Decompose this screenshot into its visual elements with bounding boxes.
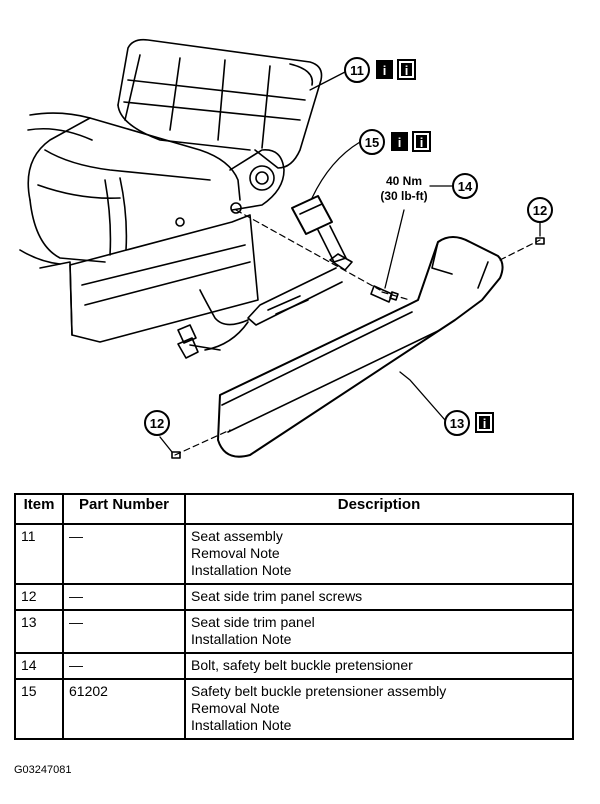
description-cell: Bolt, safety belt buckle pretensioner bbox=[184, 652, 574, 680]
torque-value-imperial: (30 lb-ft) bbox=[380, 189, 427, 203]
callout-12-number: 12 bbox=[533, 203, 547, 218]
callout-13-number: 13 bbox=[450, 416, 464, 431]
description-line: Seat side trim panel screws bbox=[191, 588, 363, 604]
item-cell: 12 bbox=[14, 583, 64, 611]
part-number-cell: — bbox=[62, 652, 186, 680]
description-line: Removal Note bbox=[191, 545, 280, 561]
description-line: Installation Note bbox=[191, 631, 292, 647]
item-cell: 15 bbox=[14, 678, 64, 740]
callout-12-left: 12 bbox=[144, 410, 170, 436]
callout-11: 11 i i bbox=[344, 57, 416, 83]
seat-back-drawing bbox=[117, 38, 323, 169]
alignment-lines bbox=[174, 209, 541, 456]
item-cell: 11 bbox=[14, 523, 64, 585]
parts-table: Item Part Number Description 11—Seat ass… bbox=[14, 493, 574, 740]
description-line: Bolt, safety belt buckle pretensioner bbox=[191, 657, 413, 673]
info-icon-glyph: i bbox=[483, 416, 487, 431]
part-number-cell: — bbox=[62, 523, 186, 585]
part-number-cell: 61202 bbox=[62, 678, 186, 740]
trim-panel-drawing bbox=[217, 236, 504, 458]
seat-cushion-drawing bbox=[27, 112, 241, 263]
table-row: 12— Seat side trim panel screws bbox=[14, 583, 574, 611]
description-line: Safety belt buckle pretensioner assembly bbox=[191, 683, 447, 699]
leader-lines bbox=[159, 71, 541, 453]
callout-12-right: 12 bbox=[527, 197, 553, 223]
description-cell: Safety belt buckle pretensioner assembly… bbox=[184, 678, 574, 740]
description-cell: Seat side trim panel screws bbox=[184, 583, 574, 611]
callout-14: 40 Nm (30 lb-ft) 14 bbox=[380, 173, 478, 203]
part-number-cell: — bbox=[62, 583, 186, 611]
info-icon bbox=[376, 60, 393, 79]
table-row: 14— Bolt, safety belt buckle pretensioner bbox=[14, 652, 574, 680]
part-number-cell: — bbox=[62, 609, 186, 654]
callout-11-number: 11 bbox=[350, 63, 364, 78]
item-cell: 14 bbox=[14, 652, 64, 680]
callout-15: 15 i i bbox=[359, 129, 431, 155]
description-line: Installation Note bbox=[191, 562, 292, 578]
header-description: Description bbox=[184, 493, 574, 525]
exploded-view-diagram: 11 i i 15 i i 40 Nm (30 lb-ft) 14 12 13 … bbox=[19, 38, 553, 459]
header-item: Item bbox=[14, 493, 64, 525]
buckle-pretensioner-drawing bbox=[177, 195, 353, 359]
description-line: Installation Note bbox=[191, 717, 292, 733]
info-icon-glyph: i bbox=[420, 135, 424, 150]
callout-15-number: 15 bbox=[365, 135, 379, 150]
info-icon-glyph: i bbox=[398, 135, 402, 150]
bolt-drawing bbox=[370, 285, 399, 303]
item-cell: 13 bbox=[14, 609, 64, 654]
screw-drawings bbox=[171, 237, 545, 459]
callout-12-number: 12 bbox=[150, 416, 164, 431]
figure-code: G03247081 bbox=[14, 764, 72, 776]
table-header-row: Item Part Number Description bbox=[14, 493, 574, 525]
description-line: Seat assembly bbox=[191, 528, 283, 544]
seat-frame-drawing bbox=[19, 149, 285, 343]
callout-14-number: 14 bbox=[458, 179, 473, 194]
callout-13: 13 i bbox=[444, 410, 494, 436]
info-icon bbox=[391, 132, 408, 151]
info-icon-glyph: i bbox=[383, 63, 387, 78]
description-line: Seat side trim panel bbox=[191, 614, 315, 630]
torque-value-metric: 40 Nm bbox=[386, 174, 422, 188]
info-icon-glyph: i bbox=[405, 63, 409, 78]
description-line: Removal Note bbox=[191, 700, 280, 716]
header-part-number: Part Number bbox=[62, 493, 186, 525]
